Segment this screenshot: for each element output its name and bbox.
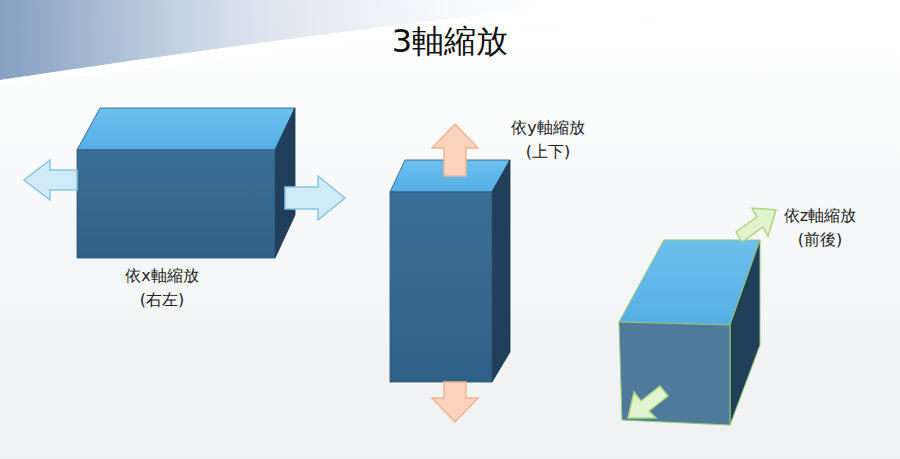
x-box — [77, 108, 295, 258]
y-box — [390, 160, 510, 382]
title: 3軸縮放 — [392, 20, 508, 64]
axis-label: (右左) — [140, 290, 184, 311]
header-line — [0, 0, 900, 86]
axis-label: 依x軸縮放 — [125, 266, 198, 287]
axis-label: 依z軸縮放 — [784, 206, 856, 227]
z-arrows — [628, 208, 776, 418]
axis-label: 依y軸縮放 — [511, 118, 584, 139]
axis-label: (前後) — [798, 230, 842, 251]
y-arrows — [432, 124, 478, 422]
z-box — [619, 240, 760, 425]
axis-label: (上下) — [526, 142, 570, 163]
x-arrows — [24, 160, 345, 220]
